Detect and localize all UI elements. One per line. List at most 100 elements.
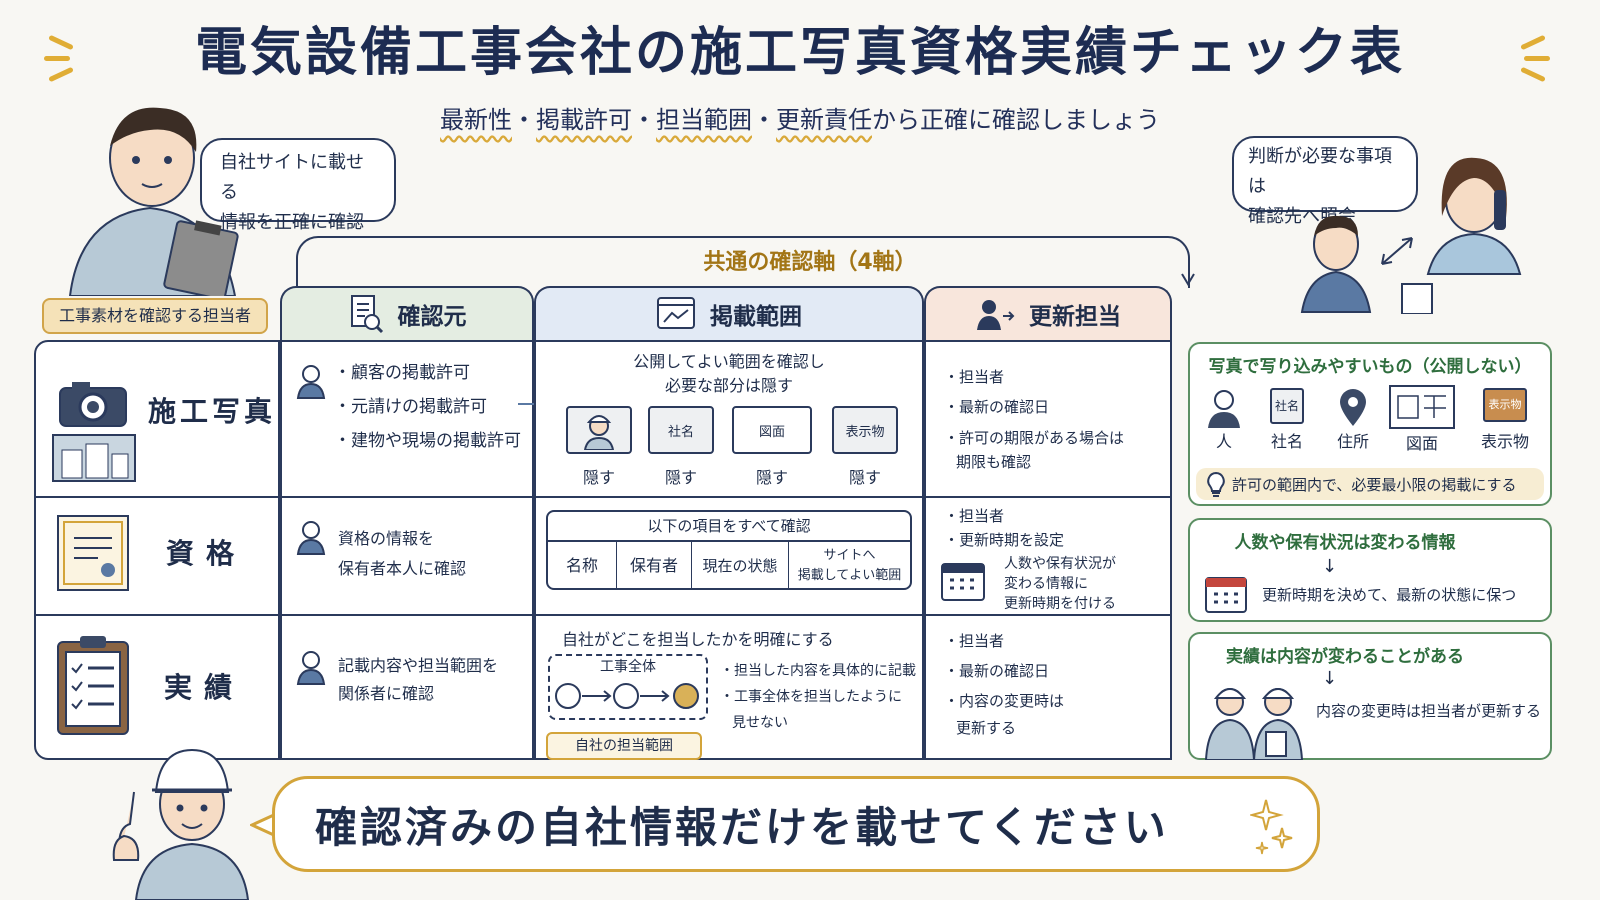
hide-label: 隠す [664,468,697,487]
hide-item: 表示物 隠す [832,406,898,488]
column-header-label: 更新担当 [1029,304,1121,330]
hide-item: 隠す [566,406,632,488]
source-line: 関係者に確認 [338,684,435,703]
column-header-label: 確認元 [397,304,467,330]
owner-list: ・担当者 ・最新の確認日 ・許可の期限がある場合は 期限も確認 [944,362,1124,474]
axis-label: 共通の確認軸（4軸） [560,244,1060,276]
row-label-text: 施工写真 [148,395,277,428]
signboard-icon: 表示物 [1483,388,1527,422]
person-arrow-icon [975,296,1015,332]
side-panel-title: 実績は内容が変わることがある [1226,647,1464,667]
check-item: 現在の状態 [692,542,789,590]
scope-title: 公開してよい範囲を確認し 必要な部分は隠す [536,350,922,398]
left-bubble-line: 自社サイトに載せる [220,152,364,203]
row-label-text: 資格 [166,537,247,570]
subtitle-separator: ・ [752,106,776,134]
subtitle-separator: ・ [512,106,536,134]
source-text: 資格の情報を 保有者本人に確認 [338,524,466,584]
scope-title: 自社がどこを担当したかを明確にする [562,630,834,649]
right-bubble-line: 判断が必要な事項は [1248,146,1392,197]
side-panel-changing-info: 人数や保有状況は変わる情報 ↓ 更新時期を決めて、最新の状態に保つ [1188,518,1552,622]
blueprint-icon: 図面 [732,406,812,454]
side-panel-title: 写真で写り込みやすいもの（公開しない） [1208,357,1532,377]
side-item-label: 表示物 [1480,432,1529,451]
person-icon [296,520,326,556]
side-item: 図面 [1384,384,1460,454]
cta-bubble-tail [250,812,278,838]
building-photo-icon [52,434,136,482]
company-sign-icon: 社名 [648,406,714,454]
pointing-worker-illustration [106,744,256,900]
side-panel-record-changes: 実績は内容が変わることがある ↓ 内容の変更時は担当者が更新する [1188,632,1552,760]
check-item-line: 掲載してよい範囲 [797,568,902,583]
scope-title-line: 公開してよい範囲を確認し [633,352,825,371]
row-label-record: 実績 [34,614,280,760]
sparkle-icon [1250,798,1294,858]
owner-item: ・最新の確認日 [944,398,1050,416]
record-scope-cell: 自社がどこを担当したかを明確にする 工事全体 自社の担当範囲 ・担当した内容を具… [534,614,924,760]
work-flow-box: 工事全体 [548,654,708,720]
down-arrow-icon: ↓ [1322,556,1338,577]
person-icon [1208,390,1240,428]
owner-item: ・許可の期限がある場合は [944,429,1125,447]
side-item-label: 人 [1215,432,1232,451]
role-badge: 工事素材を確認する担当者 [42,298,268,334]
column-header-scope: 掲載範囲 [534,286,924,340]
worker-photo-icon [566,406,632,454]
magnifier-document-icon [348,294,384,334]
owner-item: ・更新時期を設定 [944,531,1065,549]
owner-list: ・担当者 ・更新時期を設定 [944,504,1064,552]
two-workers-illustration [1200,672,1310,760]
certificate-icon [56,514,130,592]
side-item: 社名 社名 [1262,388,1312,452]
left-bubble-line: 情報を正確に確認 [220,212,364,233]
column-header-label: 掲載範囲 [710,304,802,330]
person-icon [296,364,326,400]
side-panel-note-text: 内容の変更時は担当者が更新する [1316,702,1542,720]
side-item: 住所 [1328,388,1378,452]
person-icon [296,650,326,686]
row-label-photo: 施工写真 [34,340,280,498]
check-item-multiline: サイトへ 掲載してよい範囲 [789,542,910,590]
owner-item: 期限も確認 [956,453,1032,471]
source-item: ・建物や現場の掲載許可 [334,431,521,451]
hide-label: 隠す [755,468,788,487]
record-owner-cell: ・担当者 ・最新の確認日 ・内容の変更時は 更新する [924,614,1172,760]
check-items-row: 名称 保有者 現在の状態 サイトへ 掲載してよい範囲 [548,542,910,590]
blueprint-icon [1389,385,1455,429]
owner-note-line: 人数や保有状況が [1004,556,1116,572]
side-item-label: 社名 [1270,432,1303,451]
row-label-qualification: 資格 [34,496,280,616]
calendar-icon [1204,572,1248,614]
subtitle-item: 更新責任 [776,106,872,134]
flow-steps-icon [555,683,699,709]
scope-title-line: 必要な部分は隠す [664,376,793,395]
subtitle-item: 掲載許可 [536,106,632,134]
owner-item: ・担当者 [944,368,1005,386]
source-text: 記載内容や担当範囲を 関係者に確認 [338,652,498,708]
owner-item: ・内容の変更時は [944,692,1065,710]
owner-note: 人数や保有状況が 変わる情報に 更新時期を付ける [1004,554,1116,614]
side-item-label: 住所 [1336,432,1369,451]
subtitle-item: 最新性 [440,106,512,134]
source-line: 記載内容や担当範囲を [338,656,499,675]
own-scope-label: 自社の担当範囲 [546,732,702,760]
browser-window-icon [656,296,696,332]
hide-label: 隠す [848,468,881,487]
title-decoration-right [1524,56,1550,61]
owner-note-line: 変わる情報に [1004,576,1088,592]
side-item: 表示物 表示物 [1470,388,1540,452]
worker-with-clipboard-illustration [60,96,270,296]
photo-owner-cell: ・担当者 ・最新の確認日 ・許可の期限がある場合は 期限も確認 [924,340,1172,498]
photo-scope-cell: 公開してよい範囲を確認し 必要な部分は隠す 隠す 社名 隠す 図面 隠す 表示物… [534,340,924,498]
call-to-action-text: 確認済みの自社情報だけを載せてください [315,802,1169,852]
subtitle-separator: ・ [632,106,656,134]
column-header-source: 確認元 [280,286,534,340]
axis-bracket-arrow [1180,272,1196,288]
down-arrow-icon: ↓ [1322,668,1338,689]
right-speech-bubble: 判断が必要な事項は 確認先へ照会 [1232,136,1418,227]
title-decoration-left [44,56,70,61]
scope-note: ・工事全体を担当したように [720,689,902,705]
check-items-title: 以下の項目をすべて確認 [548,512,910,542]
side-item-label: 図面 [1405,434,1438,453]
